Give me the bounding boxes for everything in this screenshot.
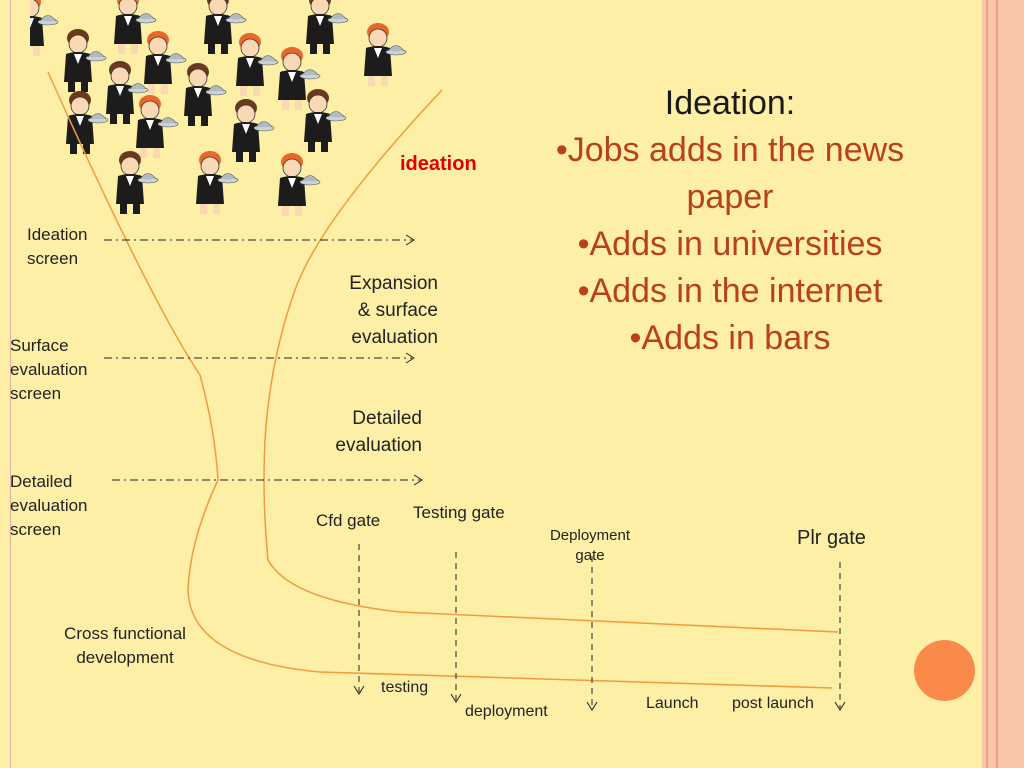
waiters-crowd-image (30, 0, 407, 216)
cross-functional-development-label: Cross functional development (64, 624, 186, 667)
waiter-figure (304, 89, 347, 152)
waiter-figure (64, 29, 107, 92)
surface-screen-arrowhead (405, 352, 415, 364)
deployment-gate-arrowhead (586, 701, 598, 711)
waiter-figure (278, 47, 321, 110)
waiter-figure (66, 91, 109, 154)
ideation-bullet: •Adds in bars (629, 319, 831, 357)
plr-gate-arrowhead (834, 701, 846, 711)
launch-phase-label: Launch (646, 695, 699, 712)
deployment-phase-label: deployment (465, 703, 548, 720)
slide-border-left (10, 0, 11, 768)
waiter-figure (306, 0, 349, 54)
ideation-bullet-text: Adds in bars (641, 319, 831, 357)
expansion-surface-evaluation-label: Expansion & surface evaluation (349, 273, 438, 348)
waiter-figure (30, 0, 59, 56)
ideation-heading: Ideation: (664, 84, 796, 122)
border-stripe (996, 0, 998, 768)
waiter-figure (116, 151, 159, 214)
ideation-bullet-text: Jobs adds in the news paper (567, 131, 905, 216)
detailed-evaluation-label: Detailed evaluation (335, 408, 422, 456)
waiter-figure (278, 153, 321, 216)
funnel-right-line (263, 89, 839, 633)
detailed-screen-arrowhead (413, 474, 423, 486)
ideation-bullet-text: Adds in the internet (589, 272, 883, 310)
ideation-screen-label: Ideation screen (27, 225, 88, 268)
ideation-bullet: •Adds in the internet (577, 272, 883, 310)
post-launch-phase-label: post launch (732, 695, 814, 712)
waiter-figure (184, 63, 227, 126)
waiter-figure (114, 0, 157, 54)
ideation-heading-block: Ideation: •Jobs adds in the news paper •… (520, 80, 940, 362)
waiter-figure (106, 61, 149, 124)
detailed-evaluation-screen-label: Detailed evaluation screen (10, 472, 88, 539)
waiter-figure (144, 31, 187, 94)
surface-evaluation-screen-label: Surface evaluation screen (10, 336, 88, 403)
ideation-bullet: •Adds in universities (577, 225, 883, 263)
ideation-stage-label: ideation (400, 153, 477, 175)
testing-phase-label: testing (381, 679, 429, 696)
plr-gate-label: Plr gate (797, 527, 866, 549)
cfd-gate-label: Cfd gate (316, 511, 381, 530)
cfd-gate-arrowhead (353, 685, 365, 695)
accent-circle (914, 640, 975, 701)
deployment-gate-label: Deployment gate (549, 527, 631, 564)
waiter-figure (204, 0, 247, 54)
funnel-left-line (47, 71, 833, 689)
testing-gate-arrowhead (450, 693, 462, 703)
testing-gate-label: Testing gate (413, 503, 505, 522)
waiter-figure (232, 99, 275, 162)
waiter-figure (364, 23, 407, 86)
ideation-bullet: •Jobs adds in the news paper (555, 131, 905, 216)
waiter-figure (236, 33, 279, 96)
border-stripe (986, 0, 988, 768)
waiter-figure (136, 95, 179, 158)
waiter-figure (196, 151, 239, 214)
slide-border-right (982, 0, 1024, 768)
ideation-bullet-text: Adds in universities (589, 225, 883, 263)
ideation-screen-arrowhead (405, 234, 415, 246)
